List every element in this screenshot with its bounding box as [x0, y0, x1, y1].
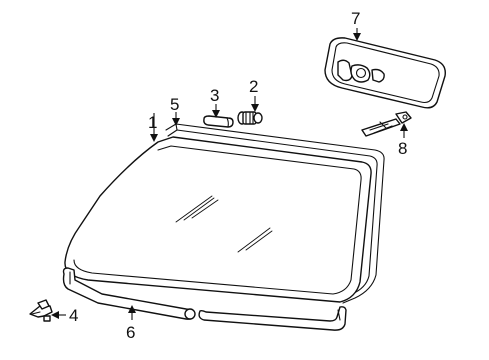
callout-1: 1 — [148, 113, 157, 132]
mirror-bracket — [361, 111, 412, 137]
callout-6: 6 — [126, 323, 135, 342]
callout-8: 8 — [398, 139, 407, 158]
rain-sensor — [237, 111, 263, 125]
callout-7: 7 — [351, 9, 360, 28]
callout-3: 3 — [210, 86, 219, 105]
sensor-pad — [203, 115, 234, 128]
leader-lines — [51, 28, 408, 320]
molding-clip — [29, 299, 53, 322]
callout-4: 4 — [69, 306, 78, 325]
callout-2: 2 — [249, 77, 258, 96]
callout-labels: 1 2 3 4 5 6 7 8 — [69, 9, 407, 342]
rearview-mirror — [324, 37, 446, 109]
lower-seal — [62, 267, 347, 331]
windshield-glass — [64, 136, 372, 303]
callout-5: 5 — [170, 95, 179, 114]
